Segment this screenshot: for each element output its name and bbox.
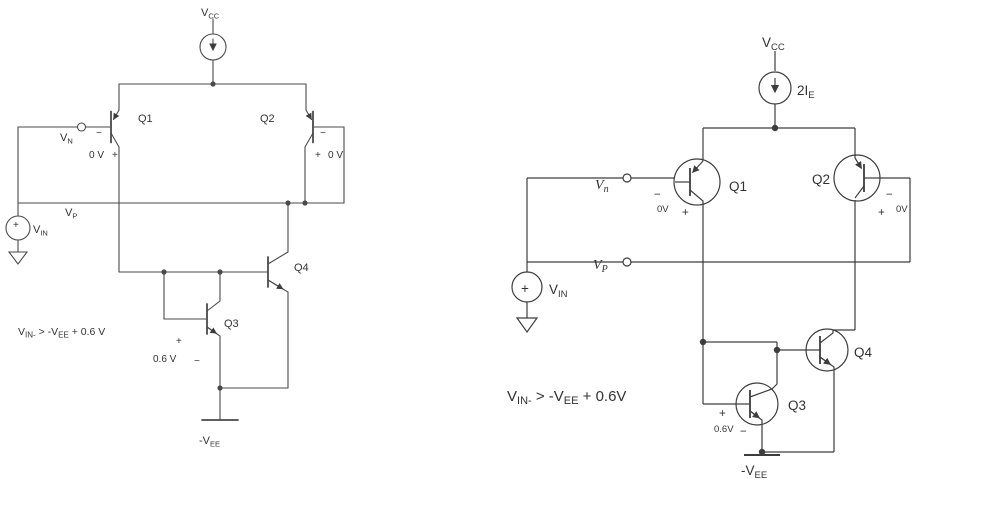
left-q3-vbe-value: 0.6 V [153, 354, 177, 365]
right-q2-polarity-minus: − [886, 189, 893, 201]
right-vp-label: VP [593, 258, 608, 275]
left-vin-source-icon [5, 215, 31, 253]
right-q3-vbe-plus: + [719, 408, 726, 420]
right-wires [526, 124, 911, 456]
left-q1-voltage: 0 V [89, 150, 104, 161]
left-q3-label: Q3 [224, 318, 239, 330]
right-q2-transistor-icon [833, 154, 881, 202]
right-q1-transistor-icon [673, 158, 721, 404]
right-q2-label: Q2 [812, 172, 830, 187]
left-q4-transistor-icon [267, 251, 289, 389]
left-wires [17, 81, 345, 391]
right-q3-vbe-value: 0.6V [714, 424, 734, 435]
right-q4-transistor-icon [805, 328, 849, 452]
left-schematic: VCC Q1 Q2 VN − 0 V + − + 0 V VP VIN + Q4… [5, 7, 345, 449]
right-vin-plus: + [521, 281, 529, 296]
right-vn-label: Vn [595, 178, 609, 195]
left-vcc-label: VCC [201, 7, 220, 21]
right-vin-source-icon [511, 271, 543, 318]
right-vcc-label: VCC [762, 35, 785, 53]
right-vn-terminal [622, 173, 632, 183]
left-q4-label: Q4 [294, 262, 309, 274]
left-q2-polarity-plus: + [315, 150, 321, 161]
right-q2-polarity-plus: + [878, 207, 885, 219]
left-vn-terminal [76, 122, 87, 132]
right-q3-label: Q3 [788, 398, 806, 413]
right-q2-voltage: 0V [896, 204, 908, 215]
right-q1-label: Q1 [729, 179, 747, 194]
left-q3-vbe-minus: − [194, 356, 200, 367]
left-vn-label: VN [60, 132, 73, 146]
left-q1-polarity-plus: + [112, 150, 118, 161]
left-vee-label: -VEE [199, 435, 220, 449]
left-condition: VIN- > -VEE + 0.6 V [18, 326, 105, 340]
right-q1-voltage: 0V [657, 204, 669, 215]
right-q3-transistor-icon [735, 342, 779, 452]
left-q1-transistor-icon [85, 109, 120, 148]
right-ground-icon [515, 317, 539, 334]
left-q1-polarity-minus: − [96, 128, 102, 139]
left-q2-label: Q2 [260, 113, 275, 125]
left-vin-label: VIN [33, 224, 48, 238]
right-schematic: VCC 2IE Q1 Q2 Vn − 0V + − + 0V VP VIN + … [507, 35, 911, 481]
left-q2-transistor-icon [304, 109, 345, 148]
left-q3-vbe-plus: + [176, 336, 182, 347]
right-current-source-icon [758, 51, 792, 128]
left-ground-icon [7, 251, 29, 265]
right-vee-label: -VEE [741, 463, 767, 481]
left-vp-label: VP [65, 207, 77, 221]
right-q1-polarity-minus: − [654, 189, 661, 201]
right-condition: VIN- > -VEE + 0.6V [507, 388, 626, 407]
right-vp-terminal [622, 257, 632, 267]
left-vin-plus: + [13, 220, 19, 231]
right-q4-label: Q4 [854, 345, 873, 360]
right-vin-label: VIN [549, 282, 568, 300]
left-current-source-icon [199, 18, 227, 85]
right-q3-vbe-minus: − [740, 426, 747, 438]
left-q2-voltage: 0 V [328, 150, 343, 161]
right-q1-polarity-plus: + [682, 207, 689, 219]
left-q1-label: Q1 [138, 113, 153, 125]
left-q2-polarity-minus: − [320, 128, 326, 139]
right-tail-current-label: 2IE [797, 83, 815, 101]
left-q3-transistor-icon [206, 271, 221, 421]
